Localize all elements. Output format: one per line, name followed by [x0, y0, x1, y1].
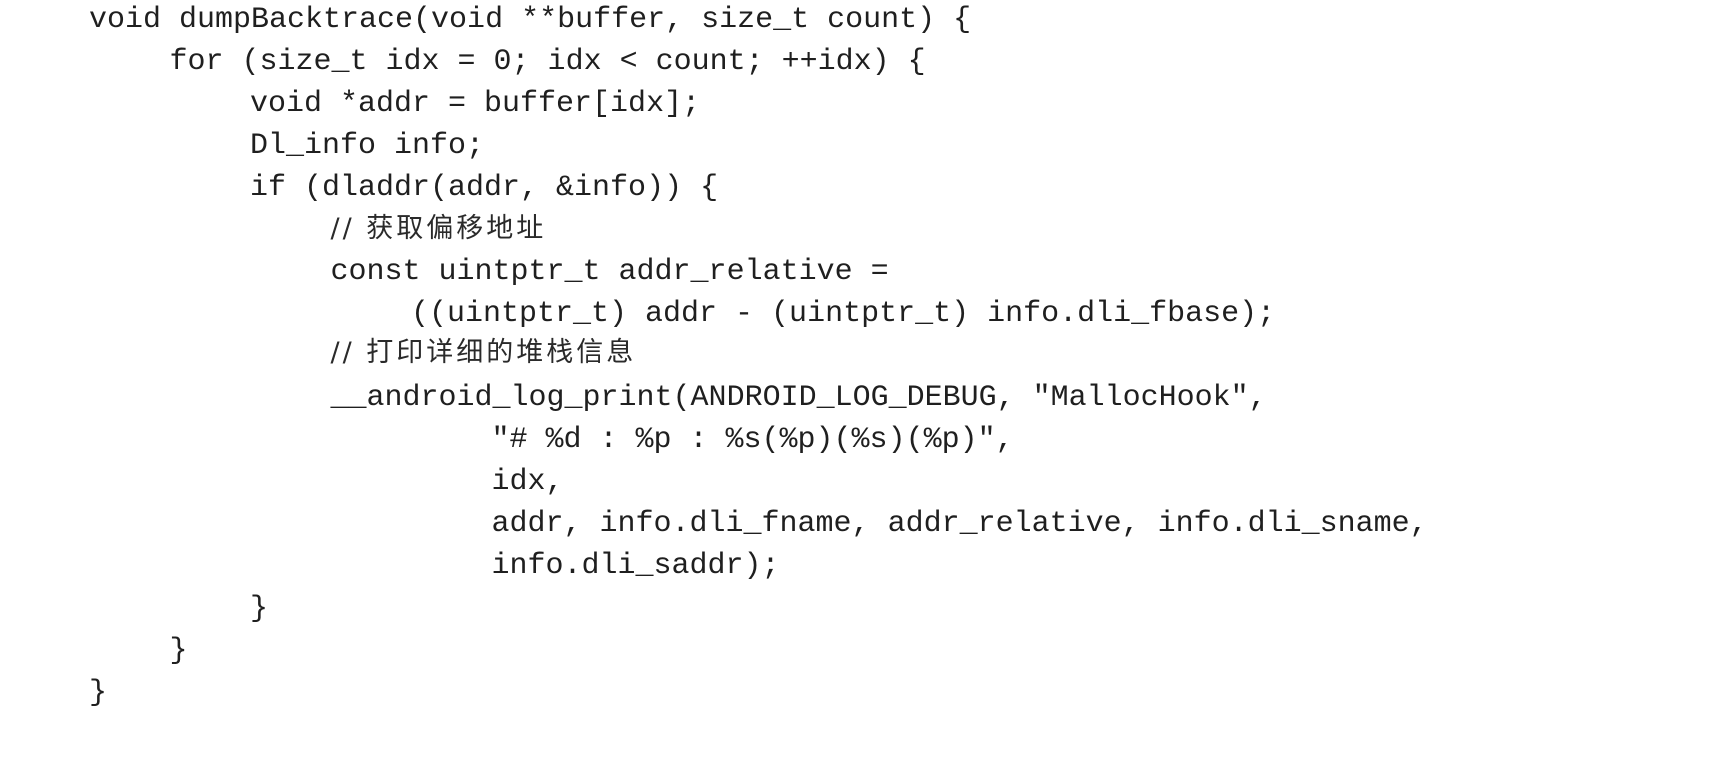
code-comment: // 打印详细的堆栈信息 [330, 337, 637, 368]
code-line: if (dladdr(addr, &info)) { [89, 168, 718, 208]
code-line: "# %d : %p : %s(%p)(%s)(%p)", [89, 420, 1014, 460]
code-text: void dumpBacktrace(void **buffer, size_t… [89, 3, 972, 37]
code-text: for (size_t idx = 0; idx < count; ++idx)… [169, 45, 926, 79]
code-text: Dl_info info; [250, 129, 485, 163]
code-text: if (dladdr(addr, &info)) { [250, 171, 719, 205]
code-line: for (size_t idx = 0; idx < count; ++idx)… [89, 42, 926, 82]
code-line: } [89, 631, 188, 671]
code-comment: // 获取偏移地址 [330, 213, 547, 244]
code-line: // 获取偏移地址 [89, 209, 546, 249]
code-line: void *addr = buffer[idx]; [89, 84, 700, 124]
code-text: } [169, 634, 188, 668]
code-line: ((uintptr_t) addr - (uintptr_t) info.dli… [89, 294, 1275, 334]
code-line: } [89, 673, 107, 713]
code-line: void dumpBacktrace(void **buffer, size_t… [89, 0, 971, 40]
code-text: idx, [491, 465, 564, 499]
code-text: const uintptr_t addr_relative = [330, 255, 889, 289]
code-line: } [89, 589, 268, 629]
code-text: ((uintptr_t) addr - (uintptr_t) info.dli… [411, 297, 1276, 331]
code-line: const uintptr_t addr_relative = [89, 252, 889, 292]
code-text: info.dli_saddr); [491, 549, 780, 583]
code-text: __android_log_print(ANDROID_LOG_DEBUG, "… [330, 381, 1267, 415]
code-text: addr, info.dli_fname, addr_relative, inf… [491, 507, 1428, 541]
code-text: "# %d : %p : %s(%p)(%s)(%p)", [491, 423, 1014, 457]
code-line: addr, info.dli_fname, addr_relative, inf… [89, 504, 1428, 544]
code-line: Dl_info info; [89, 126, 484, 166]
code-line: // 打印详细的堆栈信息 [89, 333, 636, 373]
code-line: info.dli_saddr); [89, 546, 780, 586]
code-line: __android_log_print(ANDROID_LOG_DEBUG, "… [89, 378, 1267, 418]
code-line: idx, [89, 462, 564, 502]
code-text: } [250, 592, 269, 626]
code-text: void *addr = buffer[idx]; [250, 87, 701, 121]
code-text: } [89, 676, 108, 710]
